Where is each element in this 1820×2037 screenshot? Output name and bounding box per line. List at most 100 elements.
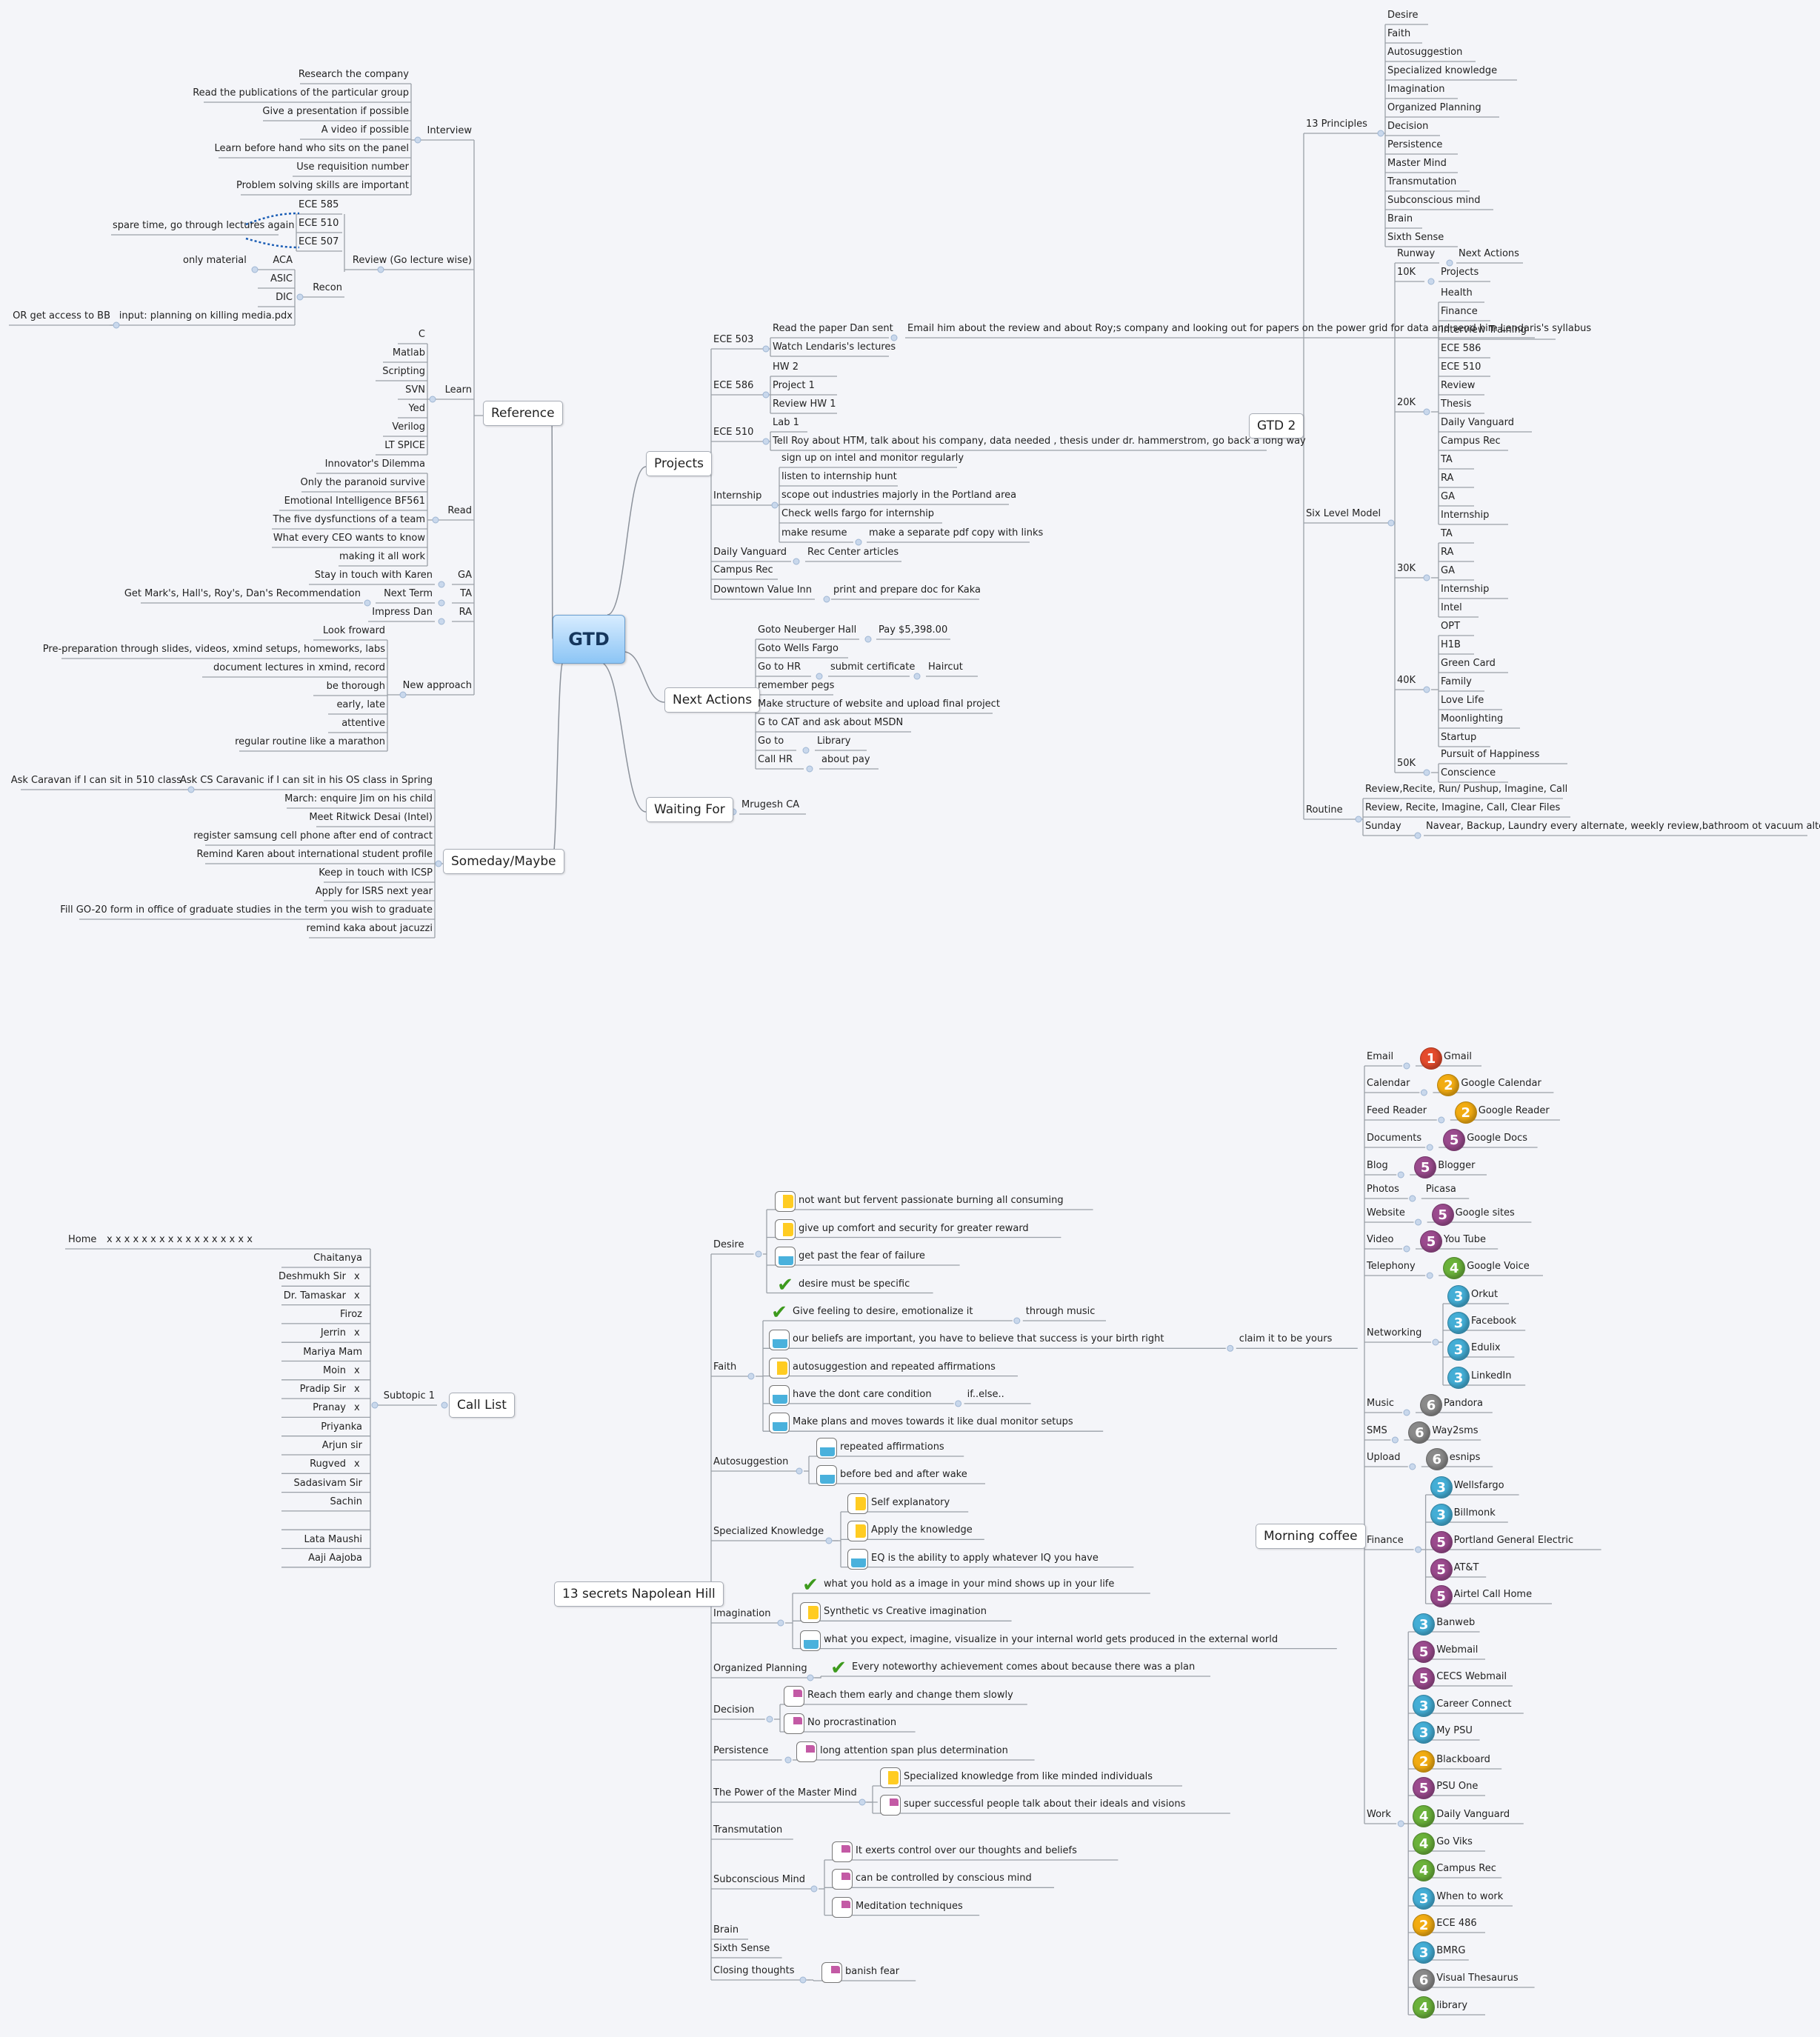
service-esnips[interactable]: esnips bbox=[1449, 1452, 1481, 1463]
secret-subconscious-item[interactable]: can be controlled by conscious mind bbox=[856, 1873, 1032, 1884]
level-k20-item-review[interactable]: Review bbox=[1441, 380, 1476, 391]
level-k20-item-ta[interactable]: TA bbox=[1441, 454, 1453, 465]
next-certificate[interactable]: submit certificate bbox=[830, 661, 916, 673]
topic-waiting-for[interactable]: Waiting For bbox=[646, 797, 733, 822]
learn-item-svn[interactable]: SVN bbox=[405, 384, 425, 396]
ece510-tell-roy[interactable]: Tell Roy about HTM, talk about his compa… bbox=[773, 436, 1306, 447]
project-internship[interactable]: Internship bbox=[713, 490, 762, 501]
learn-item-c[interactable]: C bbox=[418, 329, 425, 340]
secret-transmutation[interactable]: Transmutation bbox=[713, 1824, 783, 1836]
read-item[interactable]: Only the paranoid survive bbox=[300, 477, 425, 488]
service-cecs-webmail[interactable]: CECS Webmail bbox=[1436, 1671, 1507, 1682]
service-campus-rec[interactable]: Campus Rec bbox=[1436, 1863, 1496, 1874]
ece586-item-hw-2[interactable]: HW 2 bbox=[773, 361, 799, 373]
call-person-pranay[interactable]: Pranay bbox=[313, 1402, 346, 1414]
someday-first-note[interactable]: Ask Caravan if I can sit in 510 class bbox=[10, 775, 181, 786]
someday-item-first[interactable]: Ask CS Caravanic if I can sit in his OS … bbox=[179, 775, 433, 786]
level-k20-item-finance[interactable]: Finance bbox=[1441, 306, 1478, 317]
principle-transmutation[interactable]: Transmutation bbox=[1387, 176, 1457, 187]
service-group-music[interactable]: Music bbox=[1367, 1398, 1394, 1409]
level-k20-item-ece-510[interactable]: ECE 510 bbox=[1441, 361, 1481, 373]
secret-subconscious-item[interactable]: Meditation techniques bbox=[856, 1900, 963, 1912]
project-ece510[interactable]: ECE 510 bbox=[713, 427, 754, 438]
secret-persistence[interactable]: Persistence bbox=[713, 1745, 769, 1756]
call-mark[interactable]: x bbox=[354, 1384, 360, 1396]
topic-projects[interactable]: Projects bbox=[646, 451, 713, 476]
level-k20-item-ra[interactable]: RA bbox=[1441, 473, 1454, 484]
interview-item[interactable]: Give a presentation if possible bbox=[262, 106, 409, 117]
interview-item[interactable]: Research the company bbox=[298, 69, 409, 80]
project-downtown-value-inn[interactable]: Downtown Value Inn bbox=[713, 584, 813, 596]
someday-item[interactable]: remind kaka about jacuzzi bbox=[306, 923, 433, 934]
secret-decision-item[interactable]: Reach them early and change them slowly bbox=[807, 1690, 1013, 1701]
secret-specialized-item[interactable]: EQ is the ability to apply whatever IQ y… bbox=[871, 1552, 1099, 1564]
service-pandora[interactable]: Pandora bbox=[1444, 1398, 1483, 1409]
ta-next-term[interactable]: Next Term bbox=[384, 588, 433, 599]
call-person-deshmukh-sir[interactable]: Deshmukh Sir bbox=[278, 1271, 346, 1283]
call-person-pradip-sir[interactable]: Pradip Sir bbox=[299, 1384, 346, 1396]
service-when-to-work[interactable]: When to work bbox=[1436, 1891, 1504, 1902]
secret-brain[interactable]: Brain bbox=[713, 1924, 739, 1936]
service-google-voice[interactable]: Google Voice bbox=[1467, 1261, 1530, 1272]
call-mark[interactable]: x bbox=[354, 1271, 360, 1283]
service-bmrg[interactable]: BMRG bbox=[1436, 1945, 1466, 1956]
k10-projects[interactable]: Projects bbox=[1441, 267, 1479, 278]
read-item[interactable]: The five dysfunctions of a team bbox=[273, 514, 425, 525]
routine-sunday[interactable]: Sunday bbox=[1365, 821, 1401, 832]
service-way2sms[interactable]: Way2sms bbox=[1432, 1425, 1479, 1436]
service-wellsfargo[interactable]: Wellsfargo bbox=[1453, 1480, 1504, 1491]
service-billmonk[interactable]: Billmonk bbox=[1453, 1507, 1496, 1518]
someday-item[interactable]: March: enquire Jim on his child bbox=[284, 793, 433, 804]
service-portland-general-electric[interactable]: Portland General Electric bbox=[1453, 1535, 1574, 1546]
next-pay[interactable]: Pay $5,398.00 bbox=[879, 624, 948, 636]
service-group-blog[interactable]: Blog bbox=[1367, 1160, 1388, 1171]
routine-sunday-item[interactable]: Navear, Backup, Laundry every alternate,… bbox=[1426, 821, 1820, 832]
secret-desire[interactable]: Desire bbox=[713, 1239, 744, 1250]
call-person-mariya-mam[interactable]: Mariya Mam bbox=[303, 1346, 362, 1358]
next-about-pay[interactable]: about pay bbox=[821, 754, 870, 765]
read-item[interactable]: What every CEO wants to know bbox=[273, 533, 425, 544]
call-person-jerrin[interactable]: Jerrin bbox=[320, 1327, 346, 1339]
internship-item[interactable]: scope out industries majorly in the Port… bbox=[781, 490, 1017, 501]
level-k40-item-love-life[interactable]: Love Life bbox=[1441, 695, 1484, 706]
secret-specialized[interactable]: Specialized Knowledge bbox=[713, 1526, 824, 1537]
secret-desire-item[interactable]: get past the fear of failure bbox=[799, 1250, 925, 1261]
level-k50-item-conscience[interactable]: Conscience bbox=[1441, 767, 1496, 779]
level-k20-item-ece-586[interactable]: ECE 586 bbox=[1441, 343, 1481, 354]
interview-item[interactable]: Use requisition number bbox=[296, 161, 409, 173]
new-approach-item[interactable]: attentive bbox=[341, 718, 385, 729]
secret-faith-item[interactable]: Make plans and moves towards it like dua… bbox=[793, 1416, 1073, 1428]
principle-persistence[interactable]: Persistence bbox=[1387, 139, 1443, 150]
next-go-to[interactable]: Go to bbox=[758, 736, 784, 747]
secret-desire-item[interactable]: give up comfort and security for greater… bbox=[799, 1222, 1029, 1234]
secret-decision-item[interactable]: No procrastination bbox=[807, 1717, 897, 1728]
service-group-feed-reader[interactable]: Feed Reader bbox=[1367, 1105, 1427, 1116]
service-group-upload[interactable]: Upload bbox=[1367, 1452, 1401, 1463]
someday-item[interactable]: Keep in touch with ICSP bbox=[319, 867, 433, 879]
secret-faith-note[interactable]: claim it to be yours bbox=[1239, 1333, 1333, 1345]
call-person-rugved[interactable]: Rugved bbox=[310, 1458, 346, 1470]
level-runway[interactable]: Runway bbox=[1397, 248, 1436, 259]
level-k30-item-intel[interactable]: Intel bbox=[1441, 602, 1462, 613]
call-mark[interactable]: x bbox=[354, 1364, 360, 1376]
secret-mastermind-item[interactable]: super successful people talk about their… bbox=[904, 1798, 1186, 1810]
topic-call-list[interactable]: Call List bbox=[449, 1393, 515, 1418]
service-group-email[interactable]: Email bbox=[1367, 1051, 1394, 1062]
project-ece503[interactable]: ECE 503 bbox=[713, 334, 754, 345]
service-airtel-call-home[interactable]: Airtel Call Home bbox=[1453, 1589, 1533, 1600]
level-k40-item-family[interactable]: Family bbox=[1441, 676, 1472, 687]
secret-specialized-item[interactable]: Self explanatory bbox=[871, 1497, 950, 1508]
topic-morning-coffee[interactable]: Morning coffee bbox=[1256, 1524, 1366, 1549]
review-item-ece-510[interactable]: ECE 510 bbox=[299, 218, 339, 229]
service-career-connect[interactable]: Career Connect bbox=[1436, 1698, 1512, 1710]
interview-item[interactable]: Learn before hand who sits on the panel bbox=[214, 143, 409, 154]
level-k30-item-ga[interactable]: GA bbox=[1441, 565, 1455, 576]
principle-brain[interactable]: Brain bbox=[1387, 213, 1413, 224]
interview-item[interactable]: Problem solving skills are important bbox=[236, 180, 409, 191]
level-k50-item-pursuit-of-happiness[interactable]: Pursuit of Happiness bbox=[1441, 749, 1540, 760]
topic-13-secrets[interactable]: 13 secrets Napolean Hill bbox=[554, 1581, 724, 1607]
secret-imagination-item[interactable]: Synthetic vs Creative imagination bbox=[824, 1606, 987, 1618]
secret-faith-item[interactable]: have the dont care condition bbox=[793, 1388, 932, 1400]
interview-item[interactable]: A video if possible bbox=[321, 124, 409, 136]
secret-planning[interactable]: Organized Planning bbox=[713, 1663, 807, 1674]
